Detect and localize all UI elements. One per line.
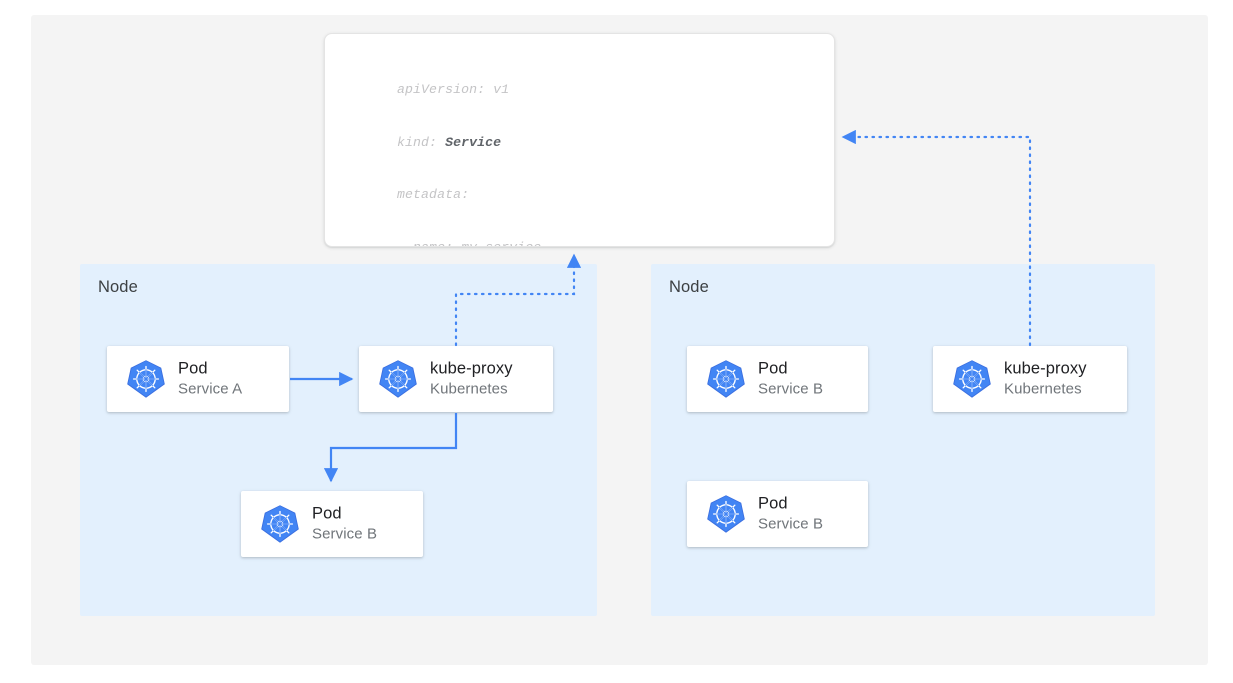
kubernetes-logo-icon — [260, 504, 300, 544]
yaml-line: metadata: — [397, 187, 470, 202]
service-yaml-spec-card: apiVersion: v1 kind: Service metadata: n… — [324, 33, 835, 247]
card-pod-service-b-right-top[interactable]: Pod Service B — [687, 346, 868, 412]
kubernetes-logo-icon — [706, 359, 746, 399]
card-kube-proxy-left[interactable]: kube-proxy Kubernetes — [359, 346, 553, 412]
kubernetes-logo-icon — [126, 359, 166, 399]
node-panel-right: Node — [651, 264, 1155, 616]
card-subtitle: Kubernetes — [430, 380, 508, 398]
card-text: kube-proxy Kubernetes — [430, 359, 513, 400]
yaml-line: kind: Service — [397, 134, 502, 150]
yaml-line: name: my-service — [397, 239, 542, 247]
node-panel-left: Node — [80, 264, 597, 616]
service-yaml-code: apiVersion: v1 kind: Service metadata: n… — [397, 46, 726, 247]
kubernetes-logo-icon — [706, 494, 746, 534]
node-label: Node — [98, 278, 138, 296]
card-title: kube-proxy — [430, 359, 513, 378]
card-text: Pod Service B — [758, 359, 823, 400]
card-subtitle: Kubernetes — [1004, 380, 1082, 398]
card-text: Pod Service B — [758, 494, 823, 535]
card-pod-service-b-left[interactable]: Pod Service B — [241, 491, 423, 557]
card-title: Pod — [178, 359, 208, 378]
card-title: Pod — [758, 359, 788, 378]
yaml-line: apiVersion: v1 — [397, 82, 510, 97]
card-text: kube-proxy Kubernetes — [1004, 359, 1087, 400]
card-subtitle: Service B — [758, 380, 824, 398]
card-pod-service-a[interactable]: Pod Service A — [107, 346, 289, 412]
kubernetes-logo-icon — [952, 359, 992, 399]
card-subtitle: Service B — [312, 525, 378, 543]
kubernetes-logo-icon — [378, 359, 418, 399]
card-subtitle: Service A — [178, 380, 243, 398]
card-subtitle: Service B — [758, 515, 824, 533]
card-title: kube-proxy — [1004, 359, 1087, 378]
card-pod-service-b-right-bottom[interactable]: Pod Service B — [687, 481, 868, 547]
card-text: Pod Service A — [178, 359, 242, 400]
card-text: Pod Service B — [312, 504, 377, 545]
node-label: Node — [669, 278, 709, 296]
card-kube-proxy-right[interactable]: kube-proxy Kubernetes — [933, 346, 1127, 412]
card-title: Pod — [312, 504, 342, 523]
card-title: Pod — [758, 494, 788, 513]
